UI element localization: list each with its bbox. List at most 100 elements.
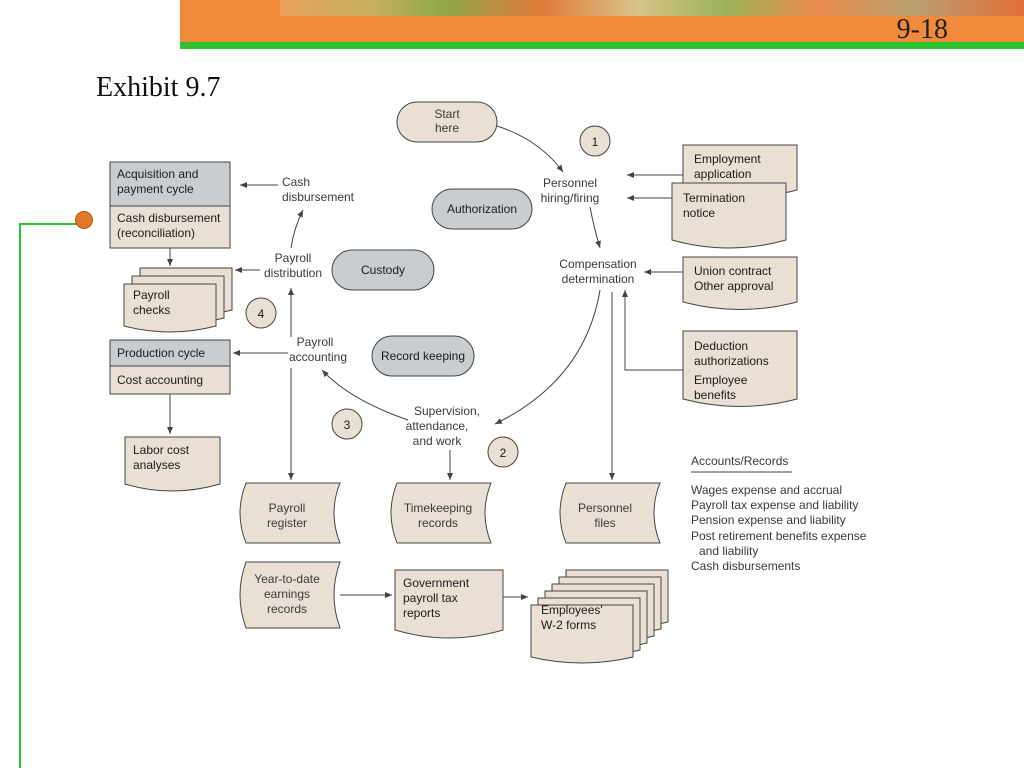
authorization-role: Authorization [431,188,533,230]
svg-text:2: 2 [500,446,507,460]
svg-text:and liability: and liability [699,544,758,558]
start-terminal: Start here [396,101,498,143]
union-contract-doc: Union contract Other approval [682,256,798,310]
government-reports-doc: Government payroll tax reports [394,569,504,639]
production-cycle-box: Production cycle Cost accounting [109,339,231,395]
acquisition-cycle-box: Acquisition and payment cycle Cash disbu… [109,161,231,249]
svg-text:Year-to-date: Year-to-date [254,572,320,586]
step-4-marker: 4 [245,297,277,329]
svg-text:determination: determination [562,272,635,286]
svg-text:authorizations: authorizations [694,354,769,368]
banner-artwork [280,0,1024,16]
svg-text:benefits: benefits [694,388,736,402]
exhibit-title: Exhibit 9.7 [96,72,221,103]
svg-text:distribution: distribution [264,266,322,280]
svg-text:Acquisition and: Acquisition and [117,167,198,181]
step-1-marker: 1 [579,125,611,157]
payroll-distribution-step: Payroll distribution [264,251,322,280]
svg-text:Cash disbursement: Cash disbursement [117,211,221,225]
bullet-dot [75,211,93,229]
svg-text:Custody: Custody [361,263,405,277]
svg-text:Labor cost: Labor cost [133,443,190,457]
accent-connector-line [19,223,85,225]
svg-text:earnings: earnings [264,587,310,601]
svg-text:4: 4 [258,307,265,321]
svg-text:Supervision,: Supervision, [414,404,480,418]
flow-arrows [167,125,683,600]
slide-number: 9-18 [896,14,948,45]
deduction-authorizations-doc: Deduction authorizations Employee benefi… [682,330,798,407]
personnel-file: Personnel files [559,482,661,544]
svg-text:Union contract: Union contract [694,264,772,278]
svg-text:Cash disbursements: Cash disbursements [691,559,800,573]
start-label: Start [434,107,460,121]
svg-text:register: register [267,516,307,530]
compensation-step: Compensation determination [559,257,636,286]
svg-text:Compensation: Compensation [559,257,636,271]
svg-text:files: files [594,516,615,530]
svg-text:Cash: Cash [282,175,310,189]
banner-green-stripe [180,42,1024,49]
ytd-earnings-file: Year-to-date earnings records [239,561,341,629]
start-label: here [435,121,459,135]
step-2-marker: 2 [487,436,519,468]
svg-text:attendance,: attendance, [406,419,469,433]
svg-text:Other approval: Other approval [694,279,773,293]
svg-text:and work: and work [413,434,463,448]
svg-text:Wages expense and accrual: Wages expense and accrual [691,483,842,497]
svg-text:Record keeping: Record keeping [381,349,465,363]
svg-text:records: records [267,602,307,616]
svg-text:analyses: analyses [133,458,180,472]
svg-text:Personnel: Personnel [543,176,597,190]
svg-text:Timekeeping: Timekeeping [404,501,472,515]
svg-text:Payroll: Payroll [269,501,306,515]
svg-text:Employment: Employment [694,152,761,166]
svg-text:payment cycle: payment cycle [117,182,194,196]
svg-text:Personnel: Personnel [578,501,632,515]
svg-text:accounting: accounting [289,350,347,364]
svg-text:(reconciliation): (reconciliation) [117,226,195,240]
personnel-hiring-step: Personnel hiring/firing [541,176,600,205]
record-keeping-role: Record keeping [371,335,475,377]
payroll-register-file: Payroll register [239,482,341,544]
svg-text:Payroll tax expense and liabil: Payroll tax expense and liability [691,498,858,512]
svg-text:Government: Government [403,576,470,590]
step-3-marker: 3 [331,408,363,440]
svg-text:hiring/firing: hiring/firing [541,191,600,205]
svg-text:Payroll: Payroll [275,251,312,265]
svg-text:Termination: Termination [683,191,745,205]
payroll-checks-doc: Payroll checks [123,267,233,333]
svg-text:Employee: Employee [694,373,748,387]
svg-text:Employees': Employees' [541,603,603,617]
svg-text:payroll tax: payroll tax [403,591,458,605]
svg-text:Authorization: Authorization [447,202,517,216]
termination-notice-doc: Termination notice [671,182,787,249]
svg-text:Deduction: Deduction [694,339,748,353]
svg-text:Payroll: Payroll [297,335,334,349]
svg-text:Pension expense and liability: Pension expense and liability [691,513,846,527]
svg-text:disbursement: disbursement [282,190,355,204]
left-accent-line [19,224,21,768]
accounts-records-list: Accounts/Records Wages expense and accru… [691,454,867,573]
labor-cost-doc: Labor cost analyses [124,436,221,492]
custody-role: Custody [331,249,435,291]
svg-text:1: 1 [592,135,599,149]
svg-text:Post retirement benefits expen: Post retirement benefits expense [691,529,867,543]
svg-text:Payroll: Payroll [133,288,170,302]
svg-text:W-2 forms: W-2 forms [541,618,596,632]
supervision-step: Supervision, attendance, and work [406,404,480,448]
svg-text:checks: checks [133,303,170,317]
svg-text:notice: notice [683,206,715,220]
svg-text:records: records [418,516,458,530]
cash-disbursement-step: Cash disbursement [282,175,355,204]
svg-text:Production cycle: Production cycle [117,346,205,360]
svg-text:3: 3 [344,418,351,432]
payroll-accounting-step: Payroll accounting [289,335,347,364]
timekeeping-file: Timekeeping records [390,482,492,544]
svg-text:application: application [694,167,751,181]
svg-text:reports: reports [403,606,440,620]
accounts-heading: Accounts/Records [691,454,788,468]
svg-text:Cost accounting: Cost accounting [117,373,203,387]
w2-forms-doc: Employees' W-2 forms [530,569,669,664]
